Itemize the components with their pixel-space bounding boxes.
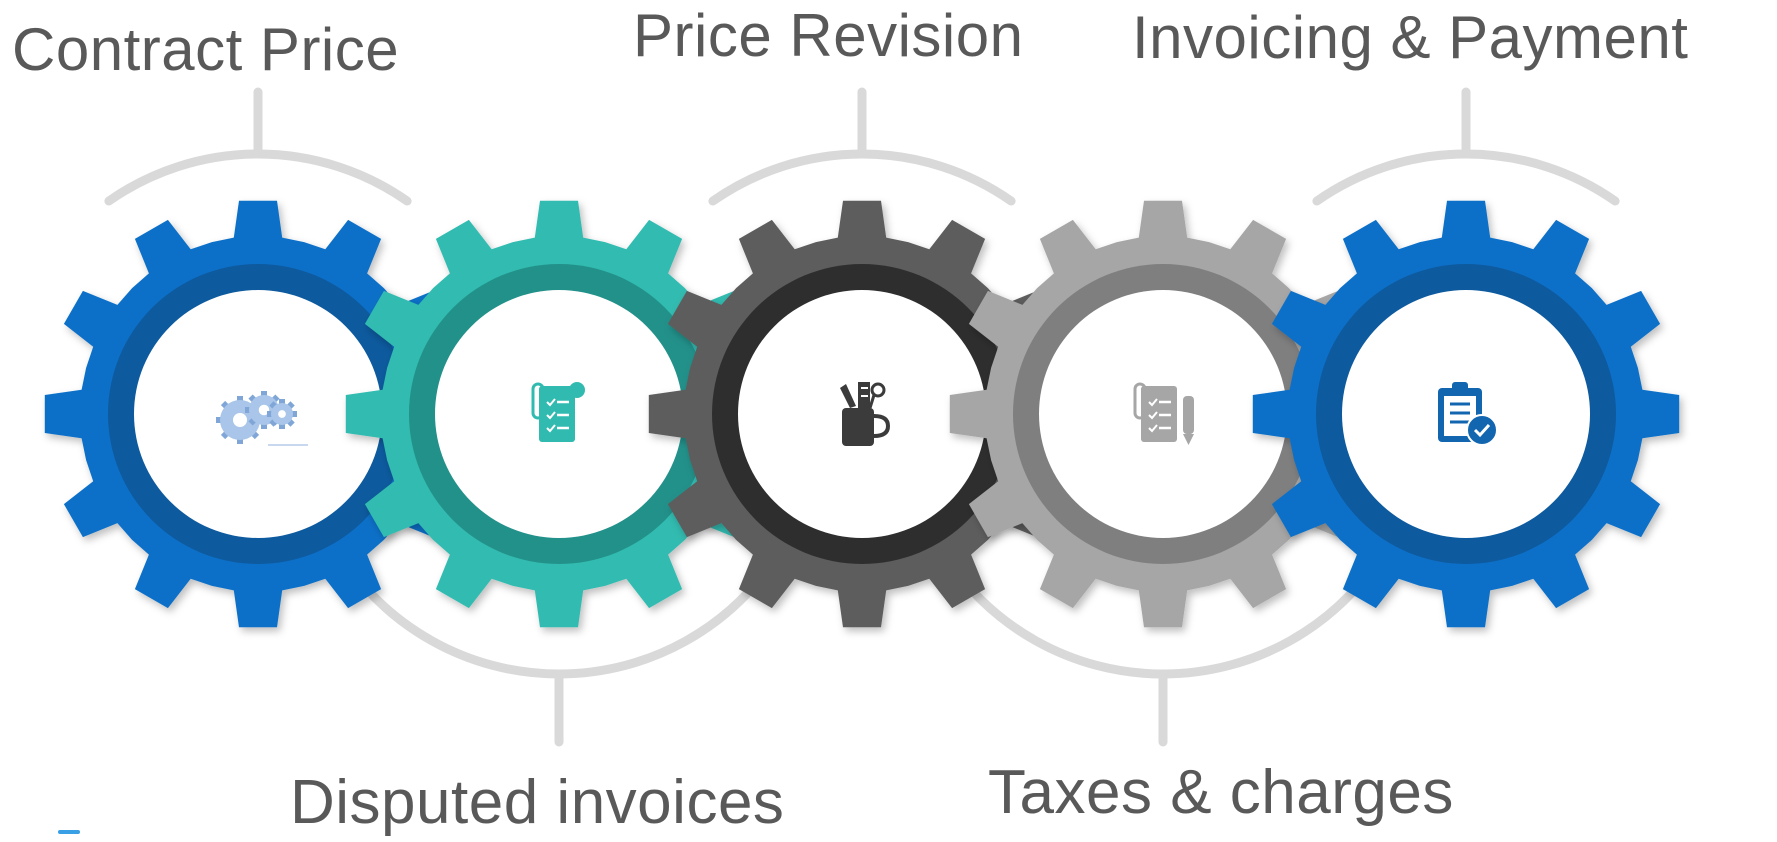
connector-arc: [708, 149, 1016, 206]
clipboard-check-icon: [1438, 382, 1498, 446]
gear: [949, 200, 1377, 628]
corner-mark: [58, 830, 80, 834]
document-pen-icon: [1133, 382, 1194, 445]
stage-label-disputed-invoices: Disputed invoices: [290, 768, 785, 837]
connector-arc: [1312, 149, 1620, 206]
stage-label-price-revision: Price Revision: [633, 2, 1024, 69]
pencil-cup-icon: [840, 382, 891, 446]
stage-label-taxes-charges: Taxes & charges: [988, 758, 1454, 827]
gears-icon: [216, 391, 308, 446]
connector-arc: [104, 149, 412, 206]
stage-label-contract-price: Contract Price: [12, 16, 400, 83]
stage-label-invoicing-payment: Invoicing & Payment: [1132, 4, 1689, 71]
checklist-scroll-icon: [531, 382, 585, 442]
